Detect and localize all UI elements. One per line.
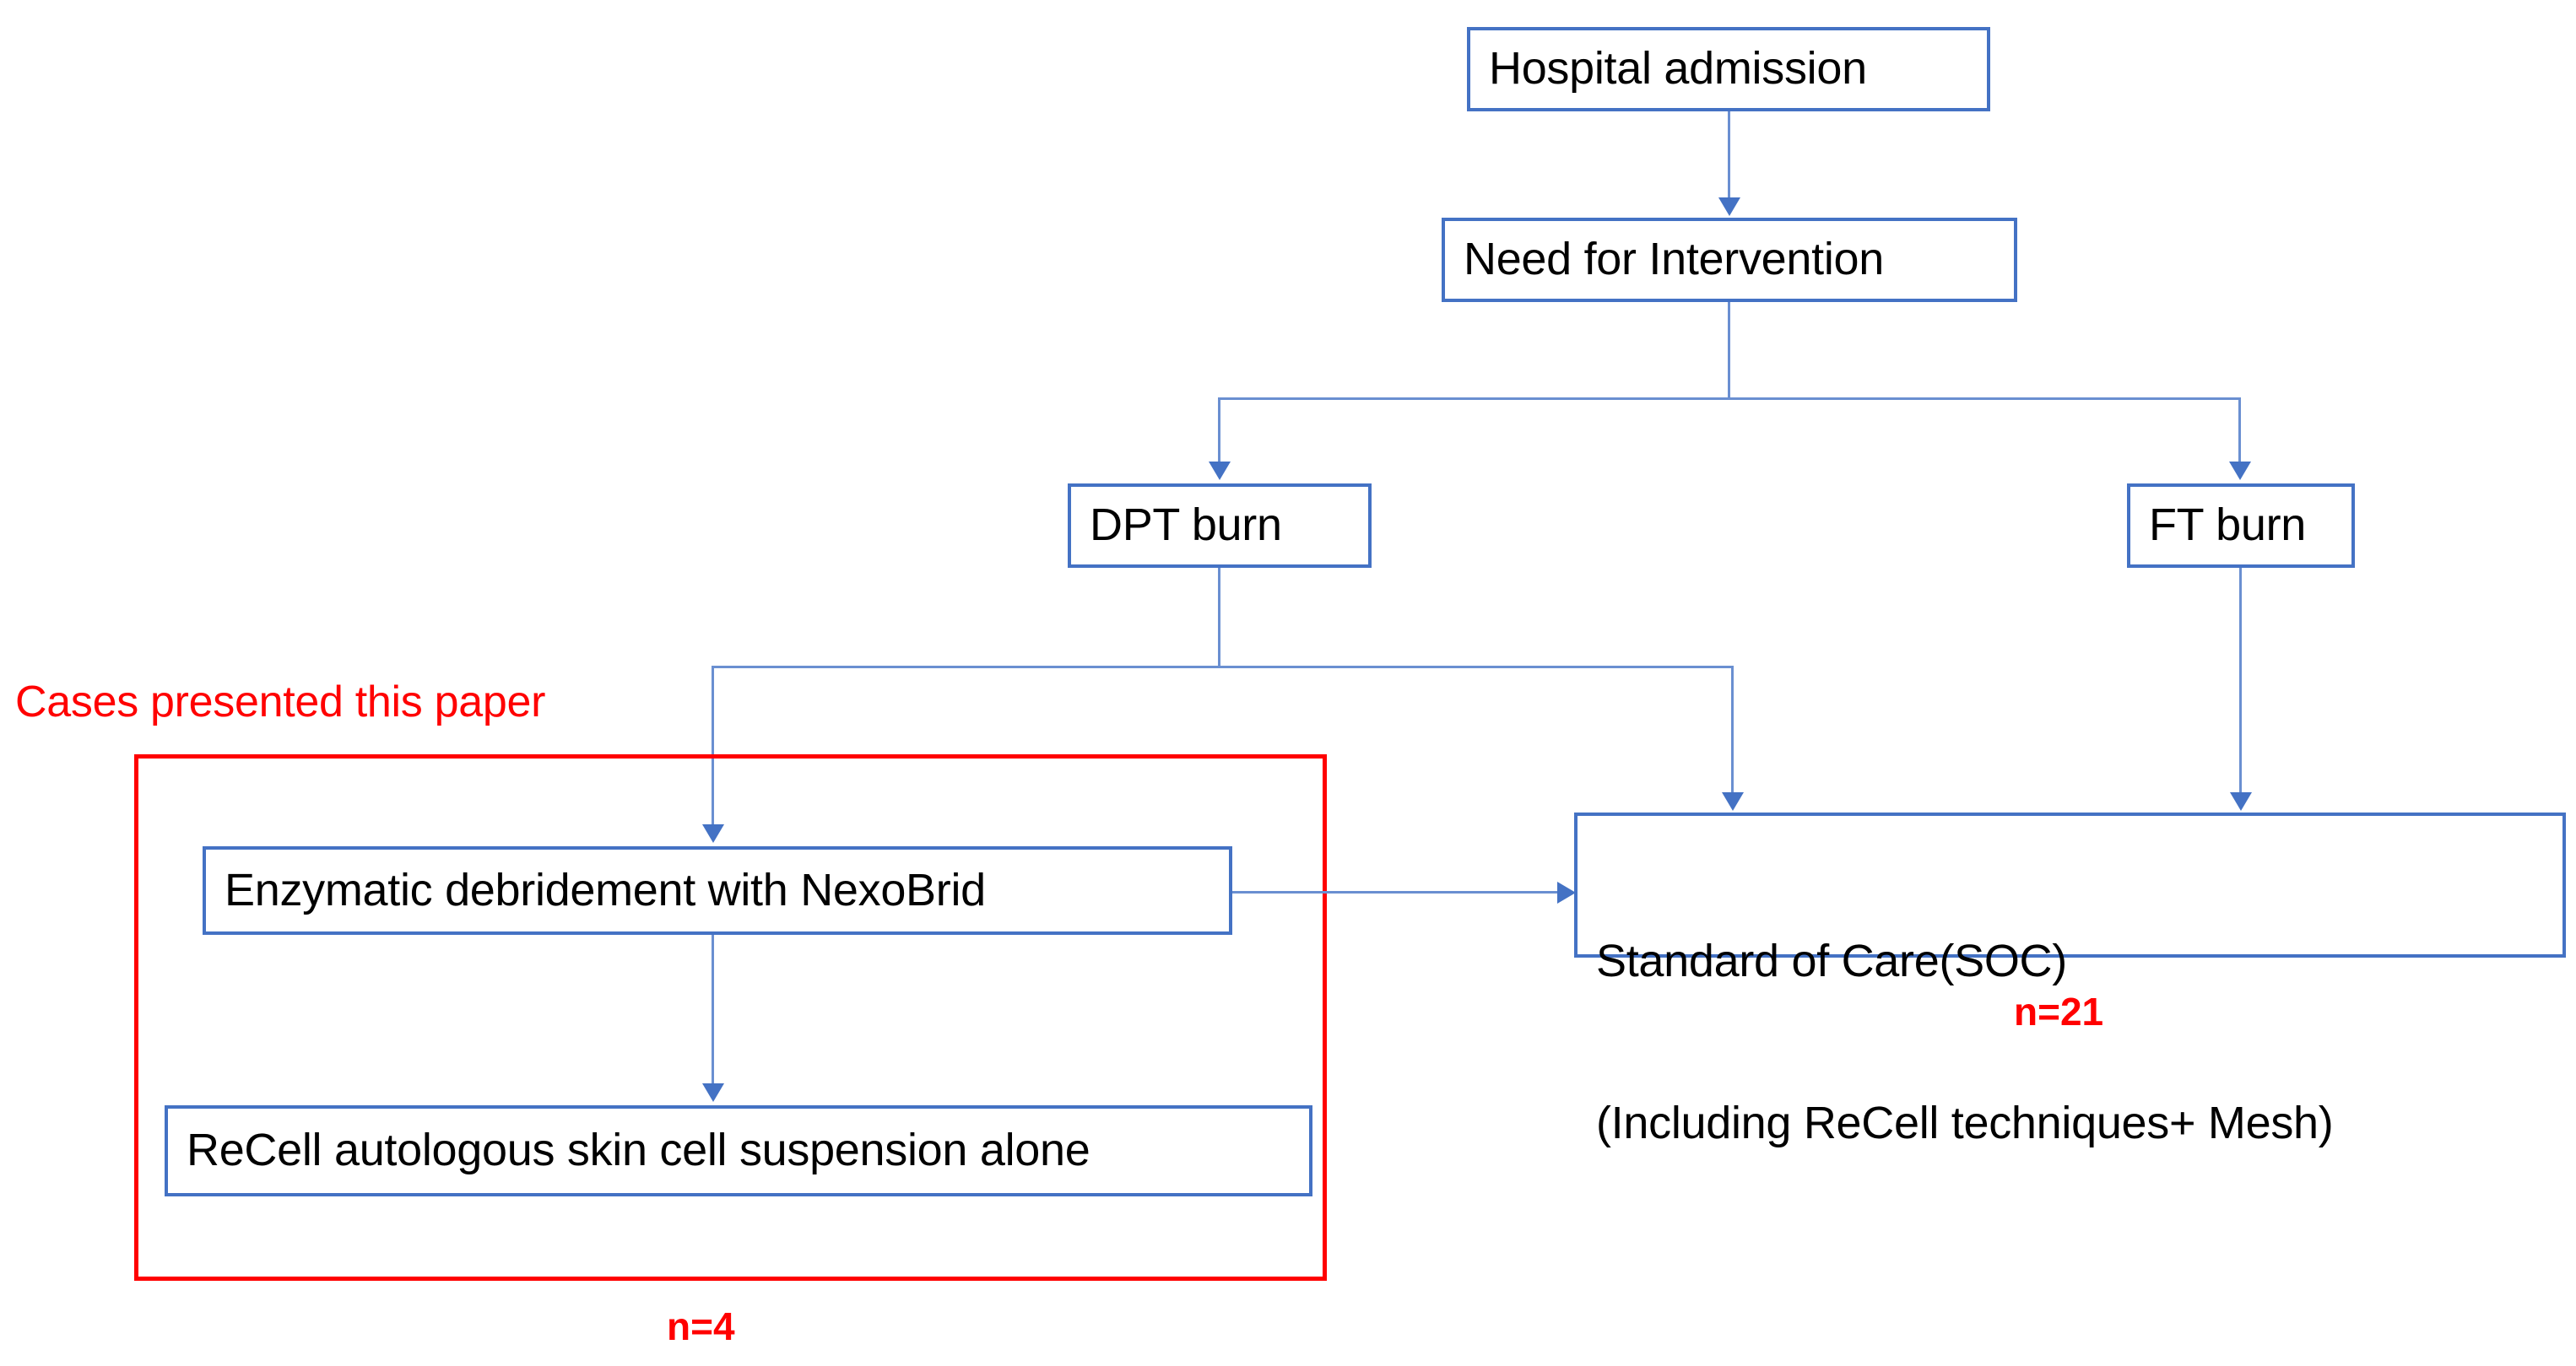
node-need-for-intervention-label: Need for Intervention — [1464, 234, 1884, 285]
nexobrid-group-count: n=4 — [667, 1304, 735, 1348]
node-standard-of-care-line1: Standard of Care(SOC) — [1596, 936, 2067, 987]
arrowhead-soc-in-right — [2230, 792, 2252, 811]
connector-burn-split-bar — [1218, 397, 2241, 400]
connector-to-ft-burn — [2238, 397, 2241, 463]
arrowhead-dpt-burn-in — [1209, 462, 1231, 480]
node-hospital-admission[interactable]: Hospital admission — [1467, 27, 1990, 111]
connector-intervention-stem — [1728, 302, 1730, 397]
node-ft-burn-label: FT burn — [2149, 499, 2306, 551]
connector-enzymatic-to-recell — [712, 935, 714, 1085]
arrowhead-soc-in-left — [1722, 792, 1744, 811]
connector-to-dpt-burn — [1218, 397, 1220, 463]
node-standard-of-care[interactable]: Standard of Care(SOC) (Including ReCell … — [1574, 813, 2566, 1148]
arrowhead-soc-in-side — [1557, 882, 1576, 904]
node-standard-of-care-line2: (Including ReCell techniques+ Mesh) — [1596, 1097, 2334, 1148]
connector-enzymatic-to-soc — [1232, 891, 1561, 894]
node-dpt-burn[interactable]: DPT burn — [1068, 483, 1372, 568]
node-need-for-intervention[interactable]: Need for Intervention — [1442, 218, 2017, 302]
node-enzymatic-debridement[interactable]: Enzymatic debridement with NexoBrid — [203, 846, 1232, 935]
node-recell-alone[interactable]: ReCell autologous skin cell suspension a… — [165, 1105, 1312, 1196]
connector-ft-burn-to-soc — [2239, 568, 2242, 794]
connector-dpt-split-bar — [712, 666, 1733, 668]
connector-to-enzymatic — [712, 666, 714, 826]
connector-hospital-to-intervention — [1728, 111, 1730, 199]
node-recell-alone-label: ReCell autologous skin cell suspension a… — [187, 1125, 1090, 1176]
arrowhead-intervention-in — [1718, 197, 1740, 216]
node-hospital-admission-label: Hospital admission — [1489, 43, 1867, 94]
cases-presented-label: Cases presented this paper — [15, 678, 546, 726]
highlighted-cases-group — [134, 754, 1327, 1281]
node-ft-burn[interactable]: FT burn — [2127, 483, 2355, 568]
arrowhead-ft-burn-in — [2229, 462, 2251, 480]
node-enzymatic-debridement-label: Enzymatic debridement with NexoBrid — [225, 864, 986, 915]
soc-group-count: n=21 — [2014, 990, 2104, 1034]
connector-dpt-to-soc — [1731, 666, 1734, 794]
arrowhead-enzymatic-in — [702, 824, 724, 843]
arrowhead-recell-in — [702, 1083, 724, 1102]
node-dpt-burn-label: DPT burn — [1090, 499, 1282, 551]
connector-dpt-burn-stem — [1218, 568, 1220, 666]
